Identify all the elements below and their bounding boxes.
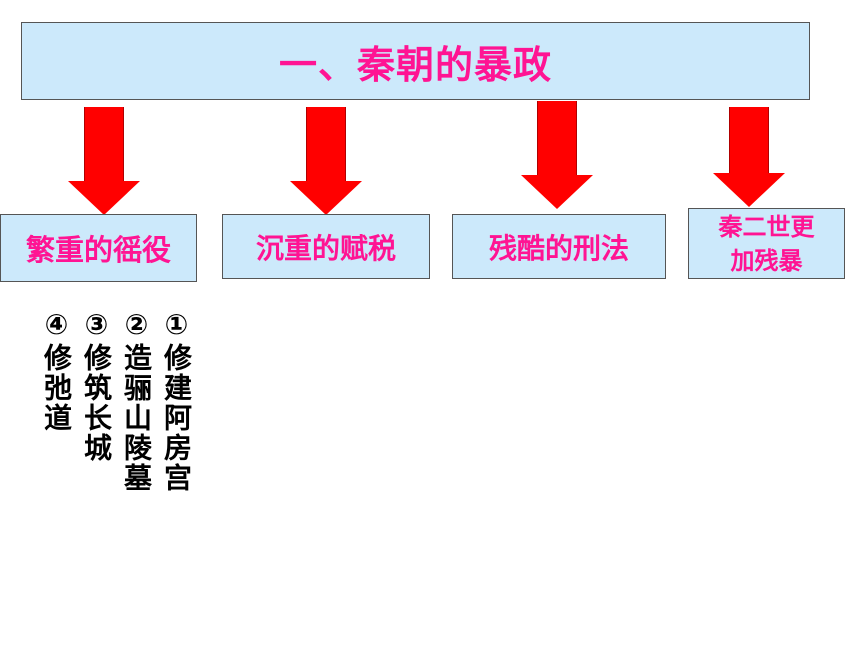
- corvee-item: ②造骊山陵墓: [120, 308, 153, 493]
- category-label: 残酷的刑法: [488, 231, 629, 265]
- category-label: 繁重的徭役: [25, 233, 171, 267]
- corvee-item: ④修弛道: [40, 308, 73, 433]
- category-box-corvee: 繁重的徭役: [0, 214, 197, 282]
- page-title: 一、秦朝的暴政: [278, 42, 552, 87]
- category-box-qin-ershi: 秦二世更 加残暴: [688, 208, 845, 279]
- corvee-item: ③修筑长城: [80, 308, 113, 463]
- title-box: 一、秦朝的暴政: [21, 22, 810, 100]
- category-label: 沉重的赋税: [255, 231, 396, 265]
- category-label: 秦二世更 加残暴: [719, 210, 815, 278]
- category-label-line: 加残暴: [730, 246, 803, 275]
- category-box-punishment: 残酷的刑法: [452, 214, 666, 279]
- category-box-taxes: 沉重的赋税: [222, 214, 430, 279]
- category-label-line: 秦二世更: [718, 212, 815, 241]
- corvee-item: ①修建阿房宫: [160, 308, 193, 493]
